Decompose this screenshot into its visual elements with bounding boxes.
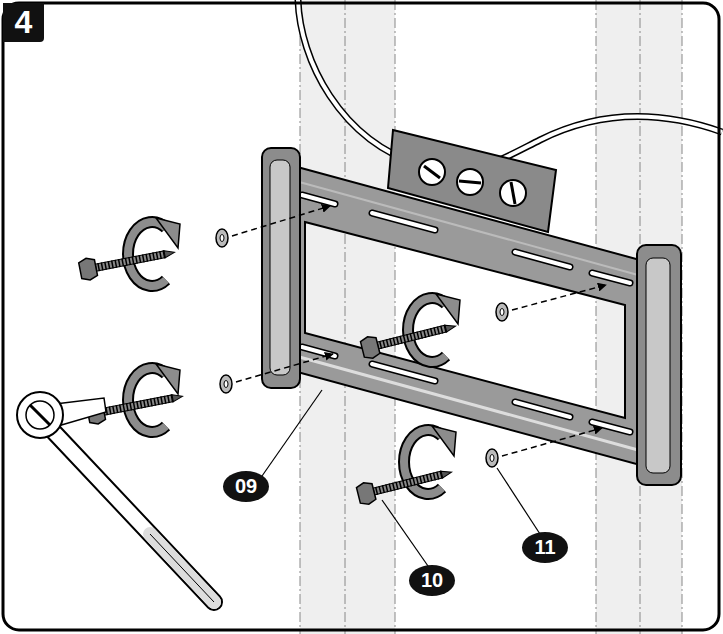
spirit-level bbox=[388, 130, 556, 232]
insertion-path bbox=[512, 285, 606, 310]
lag-bolt bbox=[356, 461, 454, 506]
wrench-handle-outline bbox=[52, 430, 214, 602]
vial-mark bbox=[424, 166, 440, 178]
vial-mark bbox=[511, 182, 515, 204]
end-cap bbox=[262, 148, 300, 388]
slot-outline bbox=[592, 273, 630, 283]
plate-highlight bbox=[292, 355, 638, 450]
callout-number: 11 bbox=[522, 532, 568, 563]
leader-line bbox=[382, 500, 428, 566]
wall-stud bbox=[596, 0, 682, 634]
slot-outline bbox=[515, 402, 570, 417]
level-vial bbox=[500, 180, 526, 206]
insertion-path bbox=[502, 428, 602, 456]
slot bbox=[592, 273, 630, 283]
wrench-ratchet bbox=[30, 405, 50, 425]
lag-bolt bbox=[360, 315, 458, 360]
lag-bolt bbox=[78, 242, 176, 282]
washer bbox=[486, 449, 498, 467]
slot bbox=[592, 422, 630, 432]
slot-outline bbox=[302, 347, 335, 356]
slot bbox=[515, 402, 570, 417]
level-vial bbox=[457, 169, 483, 195]
slot-outline bbox=[372, 213, 435, 230]
slot bbox=[302, 195, 335, 204]
stud-line bbox=[596, 0, 597, 634]
cable bbox=[298, 0, 722, 170]
level-vials bbox=[419, 159, 526, 206]
level-vial bbox=[419, 159, 445, 185]
wrench-socket-ring bbox=[26, 401, 54, 429]
insertion-path bbox=[232, 206, 330, 236]
wrench-grip bbox=[150, 534, 214, 602]
slot-outline bbox=[592, 422, 630, 432]
slot-outline bbox=[515, 252, 570, 267]
slot bbox=[372, 213, 435, 230]
washer bbox=[496, 303, 508, 321]
washer bbox=[220, 375, 232, 393]
insertion-path bbox=[236, 354, 333, 382]
stud-line bbox=[395, 0, 396, 634]
socket-wrench bbox=[17, 392, 214, 602]
callout-number: 10 bbox=[409, 565, 455, 596]
wrench-handle bbox=[52, 430, 214, 602]
panel-frame bbox=[3, 3, 719, 630]
washer bbox=[216, 229, 228, 247]
cable-outline bbox=[298, 0, 722, 170]
end-cap-face bbox=[270, 160, 290, 375]
wrench-grip-line bbox=[150, 534, 214, 602]
slot bbox=[515, 252, 570, 267]
wrench-socket bbox=[17, 392, 63, 438]
vial-mark bbox=[459, 181, 481, 183]
callout-number: 09 bbox=[223, 471, 269, 502]
plate-slots bbox=[302, 195, 630, 432]
stud-line bbox=[345, 0, 346, 634]
end-cap-face bbox=[646, 258, 670, 473]
slot-outline bbox=[302, 195, 335, 204]
step-number: 4 bbox=[3, 3, 44, 42]
leader-line bbox=[497, 468, 540, 534]
end-cap bbox=[637, 245, 681, 485]
leader-line bbox=[262, 390, 322, 476]
wall-stud bbox=[300, 0, 395, 634]
slot bbox=[302, 347, 335, 356]
